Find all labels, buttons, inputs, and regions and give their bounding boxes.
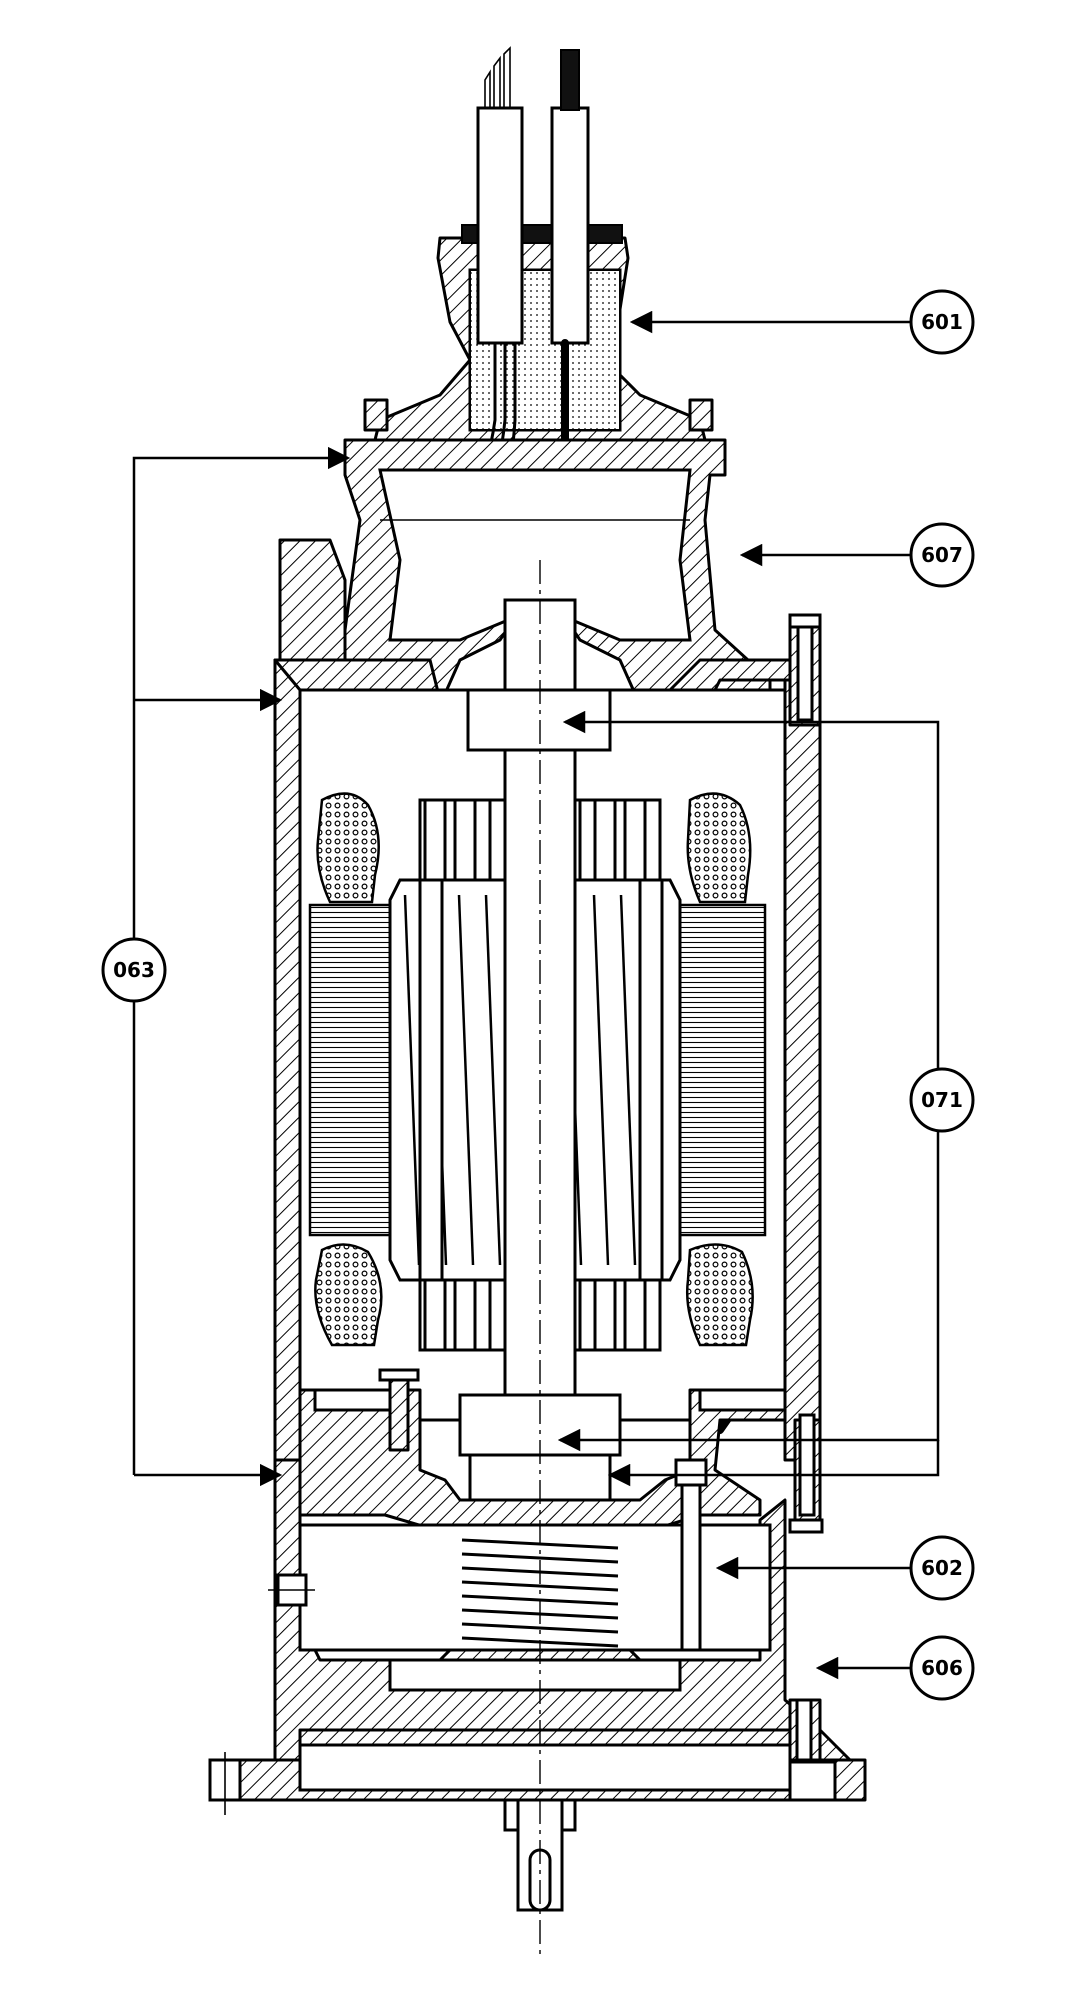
leader-lines [132, 310, 940, 1680]
svg-text:601: 601 [921, 310, 963, 334]
spring-coil [461, 1580, 619, 1592]
callout-601: 601 [909, 289, 975, 355]
spring-coil [461, 1552, 619, 1564]
rotor-bar [484, 894, 502, 1266]
upper-housing [298, 398, 772, 707]
svg-text:606: 606 [921, 1656, 963, 1680]
rotor-bar [457, 894, 475, 1266]
svg-text:063: 063 [113, 958, 155, 982]
spring-coil [461, 1622, 619, 1634]
svg-text:602: 602 [921, 1556, 963, 1580]
rotor-bar [592, 894, 610, 1266]
callout-071: 071 [909, 1067, 975, 1133]
cable-entry-cap [373, 224, 707, 442]
stator [308, 792, 767, 1347]
base-flange [208, 1728, 867, 1815]
callout-063: 063 [101, 937, 167, 1003]
rotor-bar [619, 894, 637, 1266]
rotor-bar [403, 894, 421, 1266]
callout-607: 607 [909, 522, 975, 588]
callout-602: 602 [909, 1535, 975, 1601]
svg-text:071: 071 [921, 1088, 963, 1112]
svg-text:607: 607 [921, 543, 963, 567]
callout-606: 606 [909, 1635, 975, 1701]
